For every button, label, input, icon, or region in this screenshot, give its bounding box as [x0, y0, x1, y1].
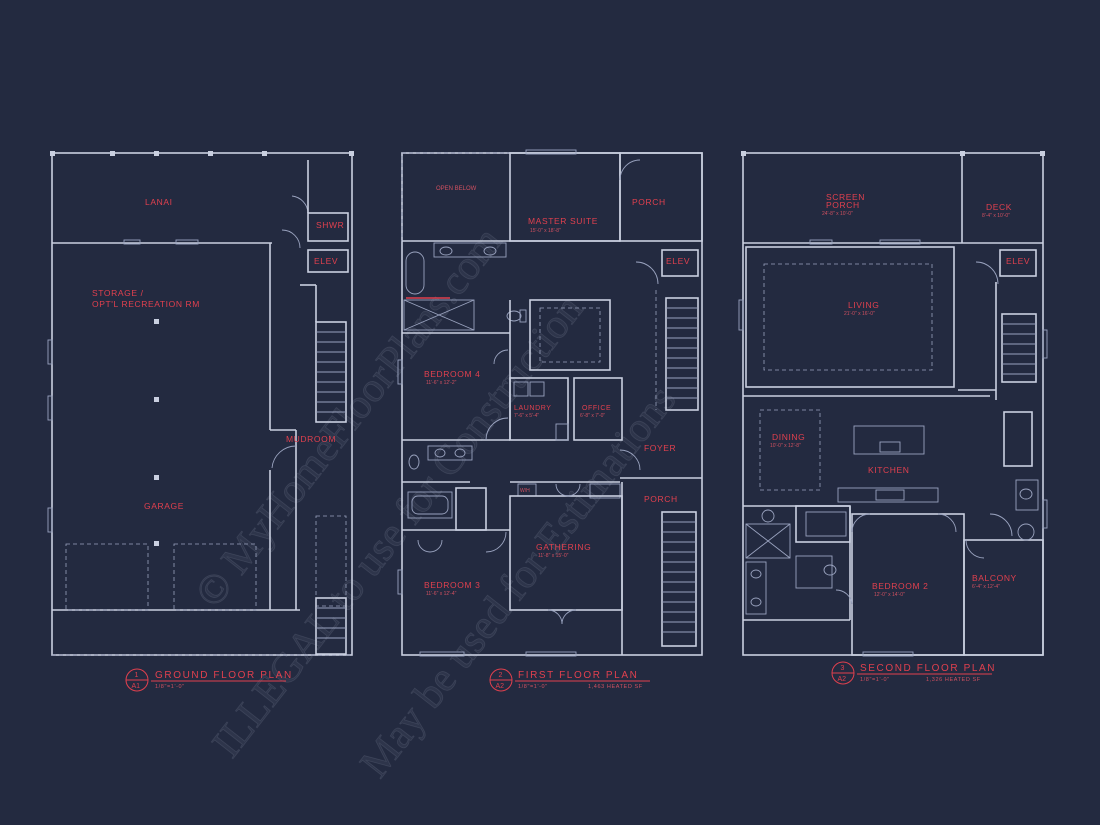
ground-floor-plan: LANAI SHWR ELEV STORAGE / OPT'L RECREATI…	[47, 151, 354, 692]
room-label-mudroom: MUDROOM	[286, 434, 336, 444]
ground-floor-scale: 1/8"=1'-0"	[155, 684, 185, 690]
ground-badge-number: 1	[135, 672, 139, 679]
ground-badge-sheet: A1	[132, 683, 141, 690]
room-dim-laundry: 7'-6" x 5'-4"	[514, 413, 539, 419]
second-badge-sheet: A2	[838, 676, 847, 683]
room-label-dining: DINING	[772, 432, 805, 442]
room-label-living: LIVING	[848, 300, 879, 310]
room-label-porch-bottom: PORCH	[644, 494, 678, 504]
second-floor-scale: 1/8"=1'-0"	[860, 677, 890, 683]
room-label-first-elevator: ELEV	[666, 256, 690, 266]
room-label-garage: GARAGE	[144, 501, 184, 511]
first-floor-heated-sf: 1,463 HEATED SF	[588, 684, 643, 690]
ground-title-block: 1 A1 GROUND FLOOR PLAN 1/8"=1'-0"	[125, 668, 293, 692]
room-label-kitchen: KITCHEN	[868, 465, 910, 475]
room-label-balcony: BALCONY	[972, 573, 1017, 583]
room-dim-gathering: 11'-8" x 15'-0"	[538, 553, 569, 559]
room-label-porch-top: PORCH	[632, 197, 666, 207]
first-floor-scale: 1/8"=1'-0"	[518, 684, 548, 690]
room-label-deck: DECK	[986, 202, 1012, 212]
first-badge-number: 2	[499, 672, 503, 679]
room-label-bedroom-4: BEDROOM 4	[424, 369, 480, 379]
room-label-bedroom-3: BEDROOM 3	[424, 580, 480, 590]
room-label-screen: SCREEN	[826, 192, 865, 202]
room-label-screen-porch: PORCH	[826, 200, 860, 210]
room-label-open-below: OPEN BELOW	[436, 186, 477, 192]
room-dim-balcony: 6'-4" x 12'-4"	[972, 584, 1000, 590]
room-dim-bedroom-2: 12'-0" x 14'-0"	[874, 592, 905, 598]
room-dim-office: 6'-8" x 7'-0"	[580, 413, 605, 419]
first-floor-title: FIRST FLOOR PLAN	[518, 670, 638, 681]
first-badge-sheet: A2	[496, 683, 505, 690]
ground-floor-title: GROUND FLOOR PLAN	[155, 670, 293, 681]
room-label-laundry: LAUNDRY	[514, 405, 552, 412]
room-label-elevator: ELEV	[314, 256, 338, 266]
room-label-recreation: OPT'L RECREATION RM	[92, 299, 200, 309]
room-label-shower: SHWR	[316, 220, 344, 230]
room-label-office: OFFICE	[582, 405, 611, 412]
second-floor-plan: SCREEN PORCH 24'-8" x 10'-0" DECK 8'-4" …	[738, 151, 1048, 685]
room-label-storage: STORAGE /	[92, 288, 144, 298]
room-dim-deck: 8'-4" x 10'-0"	[982, 213, 1010, 219]
room-label-gathering: GATHERING	[536, 542, 591, 552]
room-label-second-elevator: ELEV	[1006, 256, 1030, 266]
room-dim-bedroom-4: 11'-6" x 12'-2"	[426, 380, 457, 386]
second-badge-number: 3	[841, 665, 845, 672]
room-dim-dining: 10'-0" x 12'-8"	[770, 443, 801, 449]
second-floor-title: SECOND FLOOR PLAN	[860, 663, 996, 674]
first-title-block: 2 A2 FIRST FLOOR PLAN 1/8"=1'-0" 1,463 H…	[489, 668, 650, 692]
room-label-foyer: FOYER	[644, 443, 676, 453]
room-label-master-suite: MASTER SUITE	[528, 216, 598, 226]
room-label-bedroom-2: BEDROOM 2	[872, 581, 928, 591]
room-dim-master-suite: 15'-0" x 18'-8"	[530, 228, 561, 234]
water-heater-label: W/H	[520, 488, 530, 494]
room-dim-living: 21'-0" x 16'-0"	[844, 311, 875, 317]
first-floor-plan: W/H OPEN BELOW MASTER SUITE 15'-0"	[397, 149, 703, 692]
second-floor-heated-sf: 1,326 HEATED SF	[926, 677, 981, 683]
second-title-block: 3 A2 SECOND FLOOR PLAN 1/8"=1'-0" 1,326 …	[831, 661, 996, 685]
room-dim-bedroom-3: 11'-6" x 12'-4"	[426, 591, 457, 597]
room-dim-screen-porch: 24'-8" x 10'-0"	[822, 211, 853, 217]
room-label-lanai: LANAI	[145, 197, 173, 207]
